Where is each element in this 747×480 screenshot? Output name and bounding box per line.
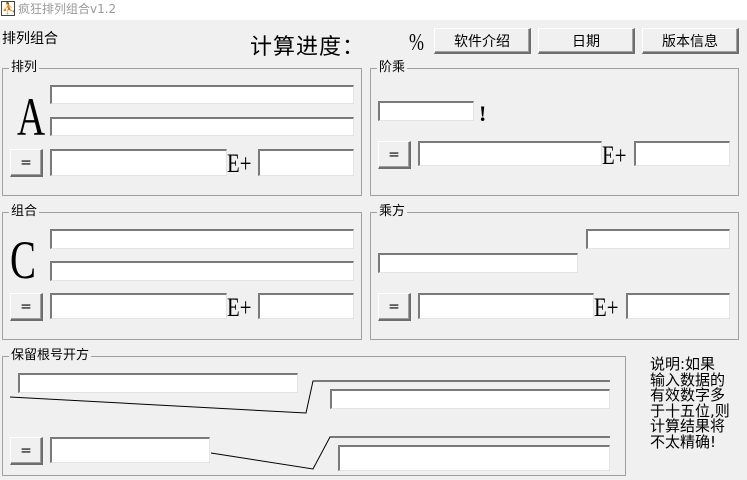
factorial-e-plus: E+ (602, 141, 627, 170)
factorial-group-title: 阶乘 (377, 60, 408, 76)
window-title: 疯狂排列组合v1.2 (18, 2, 117, 16)
permutation-symbol: A (17, 87, 46, 147)
progress-label: 计算进度： (250, 35, 366, 60)
root-radical-output[interactable] (338, 445, 610, 471)
power-base-input[interactable] (378, 253, 578, 273)
power-group: 乘方 (370, 204, 739, 340)
permutation-e-plus: E+ (227, 149, 252, 178)
power-result-mantissa[interactable] (418, 293, 594, 319)
permutation-equals-button[interactable]: = (10, 149, 43, 177)
combination-equals-button[interactable]: = (10, 293, 43, 321)
permutation-result-exponent[interactable] (258, 149, 354, 176)
factorial-result-exponent[interactable] (634, 141, 730, 166)
power-e-plus: E+ (594, 293, 619, 322)
running-man-icon: ⛹ (1, 1, 16, 16)
permutation-result-mantissa[interactable] (50, 149, 227, 176)
permutation-top-input[interactable] (50, 85, 354, 104)
root-index-input[interactable] (18, 373, 298, 393)
permutation-group: 排列 (2, 60, 362, 196)
factorial-equals-button[interactable]: = (378, 141, 411, 169)
combination-group: 组合 (2, 204, 362, 340)
combination-group-title: 组合 (9, 204, 40, 220)
combination-e-plus: E+ (227, 293, 252, 322)
version-info-button[interactable]: 版本信息 (642, 28, 739, 54)
precision-note: 说明:如果输入数据的有效数字多于十五位,则计算结果将不太精确! (650, 355, 730, 451)
software-intro-button[interactable]: 软件介绍 (434, 28, 531, 54)
combination-result-exponent[interactable] (258, 293, 354, 319)
factorial-n-input[interactable] (378, 101, 474, 121)
app-label: 排列组合 (2, 31, 58, 47)
combination-bottom-input[interactable] (50, 261, 354, 281)
power-result-exponent[interactable] (626, 293, 730, 319)
root-coefficient-output[interactable] (330, 389, 610, 409)
power-equals-button[interactable]: = (378, 293, 411, 321)
factorial-bang: ! (479, 101, 487, 126)
root-group: 保留根号开方 (2, 348, 626, 476)
date-button[interactable]: 日期 (538, 28, 635, 54)
title-bar: ⛹ 疯狂排列组合v1.2 (0, 0, 747, 20)
factorial-group: 阶乘 (370, 60, 739, 196)
root-group-title: 保留根号开方 (9, 348, 92, 364)
factorial-result-mantissa[interactable] (418, 141, 602, 166)
percent-sign: % (409, 30, 424, 56)
permutation-bottom-input[interactable] (50, 117, 354, 136)
root-equals-button[interactable]: = (10, 437, 43, 465)
root-radicand-input[interactable] (50, 437, 210, 463)
combination-symbol: C (10, 230, 36, 290)
combination-result-mantissa[interactable] (50, 293, 227, 319)
power-group-title: 乘方 (377, 204, 408, 220)
power-exponent-input[interactable] (586, 229, 730, 249)
combination-top-input[interactable] (50, 229, 354, 249)
permutation-group-title: 排列 (9, 60, 40, 76)
